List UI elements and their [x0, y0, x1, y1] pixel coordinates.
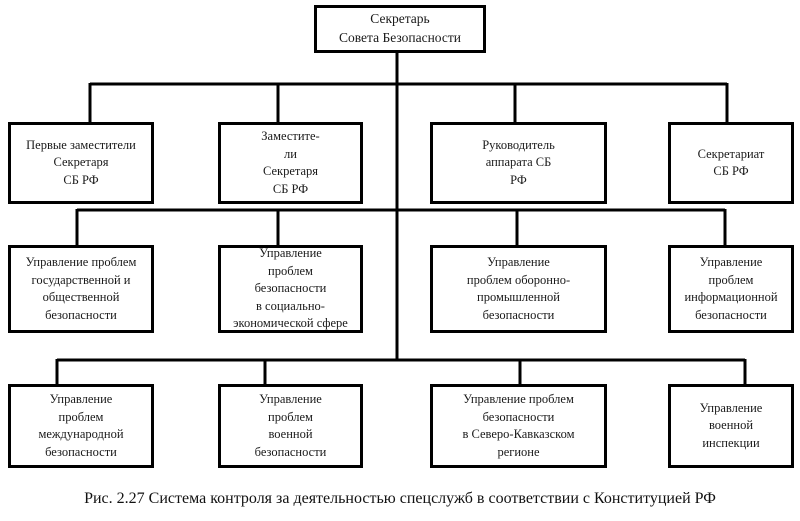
org-box-military-security: Управление проблем военной безопасности — [218, 384, 363, 468]
org-box-north-caucasus-security: Управление проблем безопасности в Северо… — [430, 384, 607, 468]
org-box-information-security: Управление проблем информационной безопа… — [668, 245, 794, 333]
org-box-first-deputies: Первые заместители Секретаря СБ РФ — [8, 122, 154, 204]
connector-bus-level4 — [55, 358, 747, 385]
org-box-head-of-apparatus: Руководитель аппарата СБ РФ — [430, 122, 607, 204]
org-box-secretary-security-council: Секретарь Совета Безопасности — [314, 5, 486, 53]
org-box-international-security: Управление проблем международной безопас… — [8, 384, 154, 468]
connector-bus-level2 — [88, 82, 729, 123]
org-box-secretariat: Секретариат СБ РФ — [668, 122, 794, 204]
org-box-socioeconomic-security: Управление проблем безопасности в социал… — [218, 245, 363, 333]
connector-bus-level3 — [75, 208, 727, 246]
figure-caption: Рис. 2.27 Система контроля за деятельнос… — [84, 490, 716, 507]
org-box-state-public-security: Управление проблем государственной и общ… — [8, 245, 154, 333]
org-box-defense-industrial-security: Управление проблем оборонно- промышленно… — [430, 245, 607, 333]
org-box-military-inspection: Управление военной инспекции — [668, 384, 794, 468]
org-box-deputies: Заместите- ли Секретаря СБ РФ — [218, 122, 363, 204]
